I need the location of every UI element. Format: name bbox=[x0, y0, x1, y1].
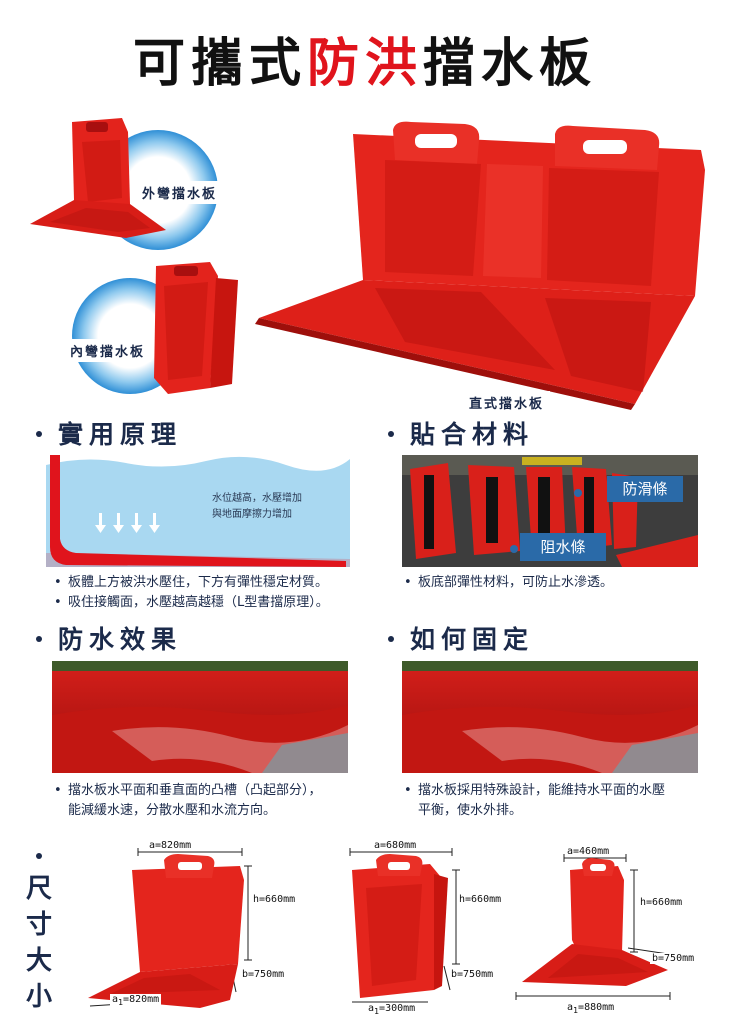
principle-diagram bbox=[46, 455, 350, 567]
bullet-dot bbox=[36, 635, 42, 642]
principle-bullets: 板體上方被洪水壓住，下方有彈性穩定材質。 吸住接觸面，水壓越高越穩（L型書擋原理… bbox=[52, 573, 372, 613]
size-model-3-drawing bbox=[515, 854, 671, 1000]
principle-diagram-text: 水位越高，水壓增加 與地面摩擦力增加 bbox=[212, 491, 302, 523]
size-heading-char-2: 寸 bbox=[25, 910, 52, 940]
size-heading-char-4: 小 bbox=[25, 982, 52, 1012]
size-heading-char-1: 尺 bbox=[25, 874, 52, 904]
waterstop-tag: 阻水條 bbox=[520, 533, 606, 561]
material-bullets: 板底部彈性材料，可防止水滲透。 bbox=[402, 573, 702, 593]
model-2-h: h=660mm bbox=[457, 894, 504, 905]
title-part-red: 防洪 bbox=[306, 33, 423, 94]
model-1-a: a=820mm bbox=[147, 840, 194, 851]
diagram-text-line-2: 與地面摩擦力增加 bbox=[212, 509, 292, 520]
fixing-bullets: 擋水板採用特殊設計，能維持水平面的水壓 平衡，使水外排。 bbox=[402, 781, 712, 821]
model-3-h: h=660mm bbox=[638, 897, 685, 908]
model-1-a1: a1=820mm bbox=[110, 994, 162, 1007]
fixing-photo bbox=[402, 661, 698, 773]
bullet-dot bbox=[388, 635, 394, 642]
waterproof-bullet-line-2: 能減緩水速，分散水壓和水流方向。 bbox=[68, 803, 277, 818]
size-model-1-drawing bbox=[88, 848, 252, 1008]
bullet-dot bbox=[388, 430, 394, 437]
inner-board-image bbox=[72, 262, 238, 394]
waterproof-bullets: 擋水板水平面和垂直面的凸槽（凸起部分）， 能減緩水速，分散水壓和水流方向。 bbox=[52, 781, 372, 821]
principle-bullet-1: 板體上方被洪水壓住，下方有彈性穩定材質。 bbox=[52, 573, 372, 593]
bullet-dot bbox=[36, 853, 42, 859]
antislip-tag: 防滑條 bbox=[607, 476, 683, 502]
inner-board-label: 內彎擋水板 bbox=[64, 339, 152, 362]
l-board-shape bbox=[50, 455, 346, 567]
fixing-heading: 如何固定 bbox=[388, 625, 534, 655]
fixing-bullet-line-2: 平衡，使水外排。 bbox=[418, 803, 523, 818]
outer-board-label: 外彎擋水板 bbox=[136, 181, 224, 204]
diagram-text-line-1: 水位越高，水壓增加 bbox=[212, 493, 302, 504]
page-title: 可攜式防洪擋水板 bbox=[0, 32, 730, 96]
size-heading: 尺 寸 大 小 bbox=[24, 853, 54, 1015]
model-2-a1: a1=300mm bbox=[366, 1003, 418, 1016]
straight-board-image bbox=[255, 121, 705, 410]
model-1-h: h=660mm bbox=[251, 894, 298, 905]
material-bullet-1: 板底部彈性材料，可防止水滲透。 bbox=[402, 573, 702, 593]
principle-bullet-2: 吸住接觸面，水壓越高越穩（L型書擋原理）。 bbox=[52, 593, 372, 613]
water-area bbox=[46, 456, 350, 567]
model-2-b: b=750mm bbox=[449, 969, 496, 980]
title-part-2: 擋水板 bbox=[423, 33, 598, 94]
model-1-b: b=750mm bbox=[240, 969, 287, 980]
pressure-arrows bbox=[95, 513, 160, 533]
waterproof-photo bbox=[52, 661, 348, 773]
model-2-a: a=680mm bbox=[372, 840, 419, 851]
waterproof-heading: 防水效果 bbox=[36, 625, 182, 655]
material-heading: 貼合材料 bbox=[388, 420, 534, 450]
size-heading-char-3: 大 bbox=[25, 946, 52, 976]
waterproof-bullet-line-1: 擋水板水平面和垂直面的凸槽（凸起部分）， bbox=[52, 781, 372, 801]
material-photo bbox=[402, 455, 698, 567]
title-part-1: 可攜式 bbox=[132, 33, 307, 94]
principle-heading: 實用原理 bbox=[36, 420, 182, 450]
model-3-a1: a1=880mm bbox=[565, 1002, 617, 1015]
size-model-2-drawing bbox=[349, 848, 460, 1003]
fixing-bullet-line-1: 擋水板採用特殊設計，能維持水平面的水壓 bbox=[402, 781, 712, 801]
straight-board-label: 直式擋水板 bbox=[463, 391, 551, 414]
model-3-b: b=750mm bbox=[650, 953, 697, 964]
bullet-dot bbox=[36, 430, 42, 437]
model-3-a: a=460mm bbox=[565, 846, 612, 857]
